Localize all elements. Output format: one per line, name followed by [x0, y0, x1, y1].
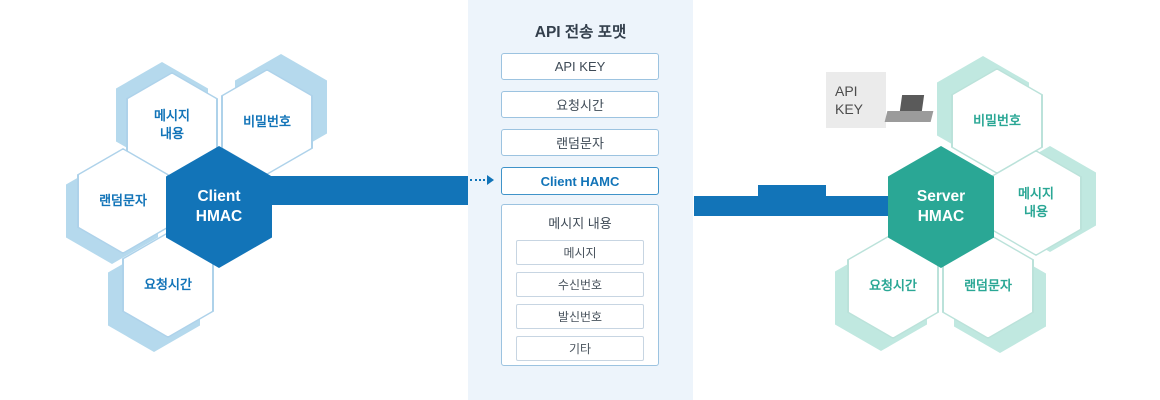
stamp-handle	[899, 95, 925, 111]
message-content-group: 메시지 내용 메시지 수신번호 발신번호 기타	[501, 204, 659, 366]
hex-label: 요청시간	[869, 278, 917, 294]
server-hex-message-content: 메시지 내용	[990, 150, 1082, 256]
client-hex-password: 비밀번호	[221, 69, 313, 175]
random-string-box: 랜덤문자	[501, 129, 659, 156]
client-to-panel-arrow	[270, 176, 468, 205]
panel-to-server-arrow-step	[758, 185, 826, 197]
message-box: 메시지	[516, 240, 644, 265]
request-time-box: 요청시간	[501, 91, 659, 118]
server-hmac-hexagon: Server HMAC	[888, 146, 994, 268]
api-key-box: API KEY	[501, 53, 659, 80]
client-hmac-box: Client HAMC	[501, 167, 659, 195]
hex-label: 요청시간	[144, 277, 192, 293]
message-content-group-title: 메시지 내용	[548, 216, 612, 231]
stamp-base	[884, 111, 934, 122]
etc-box: 기타	[516, 336, 644, 361]
server-api-key-card: API KEY	[826, 72, 886, 128]
hexagon-fill	[78, 149, 168, 253]
stamp-icon	[884, 93, 936, 125]
hex-label: 비밀번호	[973, 113, 1021, 129]
hex-label: 랜덤문자	[964, 278, 1012, 294]
panel-to-server-arrow	[694, 196, 891, 216]
sender-number-box: 발신번호	[516, 304, 644, 329]
hex-label: 메시지 내용	[1018, 186, 1054, 219]
dotted-arrow-line	[470, 179, 485, 181]
panel-title: API 전송 포맷	[534, 24, 627, 41]
hex-label: 메시지 내용	[154, 108, 190, 141]
client-hex-random-string: 랜덤문자	[77, 148, 169, 254]
hex-label: 비밀번호	[243, 114, 291, 130]
hex-label: 랜덤문자	[99, 193, 147, 209]
dotted-arrow-head	[487, 175, 494, 185]
recipient-number-box: 수신번호	[516, 272, 644, 297]
